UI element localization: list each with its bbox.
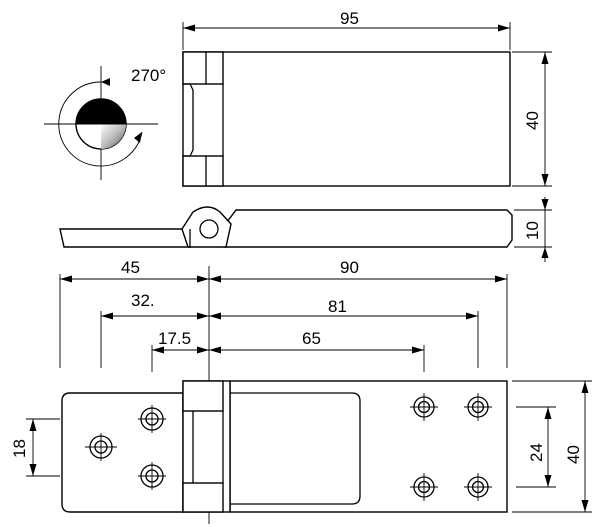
dim-90-arrow-right bbox=[495, 275, 507, 283]
countersunk-hole-inner bbox=[417, 400, 431, 414]
side-view-knuckle bbox=[181, 206, 232, 248]
countersunk-hole-outer bbox=[89, 435, 113, 459]
countersunk-hole-inner bbox=[145, 412, 159, 426]
dim-45-arrow-left bbox=[60, 275, 72, 283]
countersunk-hole-inner bbox=[417, 480, 431, 494]
rotation-angle-label: 270° bbox=[131, 66, 166, 85]
top-view-leaf-outline bbox=[182, 51, 511, 187]
rotation-half-filled bbox=[76, 99, 126, 124]
front-view-vertical-dims: 18 24 40 bbox=[10, 380, 592, 513]
dim-24-arrow-bottom bbox=[544, 475, 552, 487]
top-view-knuckle-top bbox=[182, 51, 224, 85]
dim-95-arrow-left bbox=[183, 24, 195, 32]
countersunk-hole-outer bbox=[467, 476, 489, 498]
dim-10-arrow-bottom bbox=[541, 247, 549, 258]
countersunk-hole-inner bbox=[145, 469, 159, 483]
dim-65-arrow-right bbox=[412, 346, 424, 354]
top-view: 95 40 bbox=[182, 9, 552, 187]
top-view-length-label: 95 bbox=[340, 9, 359, 28]
front-view-right-recess bbox=[230, 392, 361, 505]
dim-left-length-label: 45 bbox=[121, 258, 140, 277]
dim-inner-right-hole-offset-label: 65 bbox=[302, 329, 321, 348]
dim-95-arrow-right bbox=[498, 24, 510, 32]
dim-left-hole-offset-label: 32. bbox=[131, 291, 155, 310]
countersunk-hole-outer bbox=[467, 396, 489, 418]
side-view: 10 bbox=[59, 197, 552, 262]
side-view-right-leaf bbox=[223, 209, 513, 248]
dim-40-front-arrow-top bbox=[581, 381, 589, 393]
dim-right-length-label: 90 bbox=[340, 258, 359, 277]
side-view-thickness-label: 10 bbox=[523, 221, 542, 240]
dim-18-arrow-bottom bbox=[29, 464, 37, 476]
dim-left-hole-spacing-label: 18 bbox=[10, 439, 29, 458]
top-view-width-label: 40 bbox=[523, 111, 542, 130]
dim-right-hole-spacing-label: 24 bbox=[527, 443, 546, 462]
front-view-left-holes bbox=[85, 405, 166, 490]
dim-inner-hole-offset-label: 17.5 bbox=[158, 329, 191, 348]
dim-81-arrow-left bbox=[209, 312, 221, 320]
countersunk-hole-inner bbox=[471, 400, 485, 414]
top-view-pin-recess bbox=[183, 83, 194, 157]
rotation-arc-arrowhead-bottom bbox=[134, 132, 142, 143]
dim-45-arrow-right bbox=[197, 275, 209, 283]
dim-65-arrow-left bbox=[209, 346, 221, 354]
front-view-knuckle-bottom bbox=[182, 482, 224, 513]
dim-17-arrow-right bbox=[197, 346, 209, 354]
rotation-quarter-shaded bbox=[101, 124, 126, 149]
side-view-left-leaf bbox=[59, 228, 191, 248]
front-view-right-holes bbox=[410, 393, 492, 501]
dim-10-arrow-top bbox=[541, 199, 549, 210]
dim-32-arrow-right bbox=[197, 312, 209, 320]
side-view-pin-hole bbox=[199, 219, 219, 239]
dim-17-arrow-left bbox=[152, 346, 164, 354]
front-view-right-leaf bbox=[229, 380, 508, 513]
dim-total-height-label: 40 bbox=[564, 445, 583, 464]
front-view-knuckle-top bbox=[182, 380, 224, 412]
dim-right-hole-offset-label: 81 bbox=[328, 297, 347, 316]
dim-32-arrow-left bbox=[101, 312, 113, 320]
rotation-arc-arrowhead-top bbox=[101, 78, 110, 86]
countersunk-hole-inner bbox=[471, 480, 485, 494]
top-view-knuckle-bottom bbox=[182, 155, 224, 187]
dim-90-arrow-left bbox=[209, 275, 221, 283]
countersunk-hole-outer bbox=[413, 476, 435, 498]
countersunk-hole-outer bbox=[140, 464, 164, 488]
front-view-horizontal-dims: 45 90 32. 81 17.5 65 bbox=[59, 258, 508, 524]
dim-18-arrow-top bbox=[29, 419, 37, 431]
countersunk-hole-outer bbox=[140, 407, 164, 431]
dim-24-arrow-top bbox=[544, 407, 552, 419]
countersunk-hole-outer bbox=[413, 396, 435, 418]
rotation-arc bbox=[58, 81, 143, 167]
rotation-symbol: 270° bbox=[44, 66, 166, 180]
dim-40-front-arrow-bottom bbox=[581, 500, 589, 512]
countersunk-hole-inner bbox=[94, 440, 108, 454]
dim-81-arrow-right bbox=[466, 312, 478, 320]
dim-40-top-arrow-top bbox=[541, 52, 549, 64]
front-view-left-leaf bbox=[61, 392, 184, 513]
dim-40-top-arrow-bottom bbox=[541, 174, 549, 186]
front-view bbox=[61, 380, 508, 513]
